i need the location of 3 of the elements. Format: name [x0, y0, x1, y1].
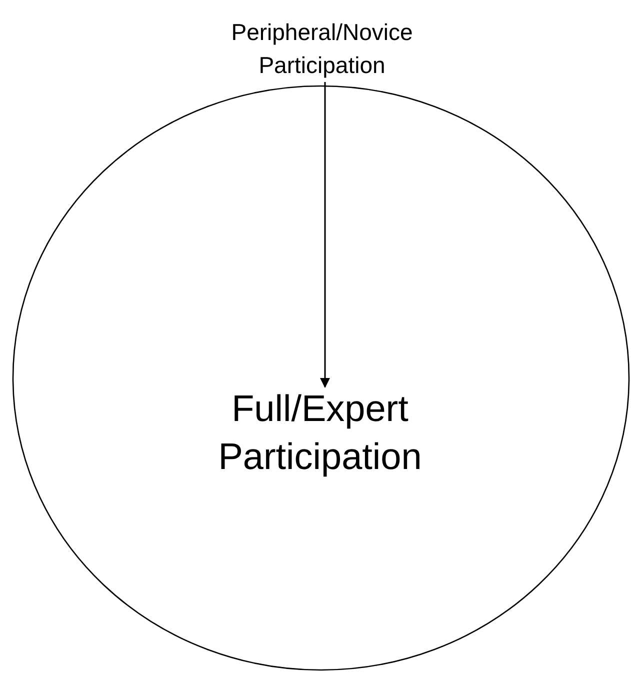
arrow: [320, 82, 330, 388]
node-label: Full/Expert Participation: [217, 387, 423, 479]
node-label: Peripheral/Novice Participation: [230, 18, 414, 80]
